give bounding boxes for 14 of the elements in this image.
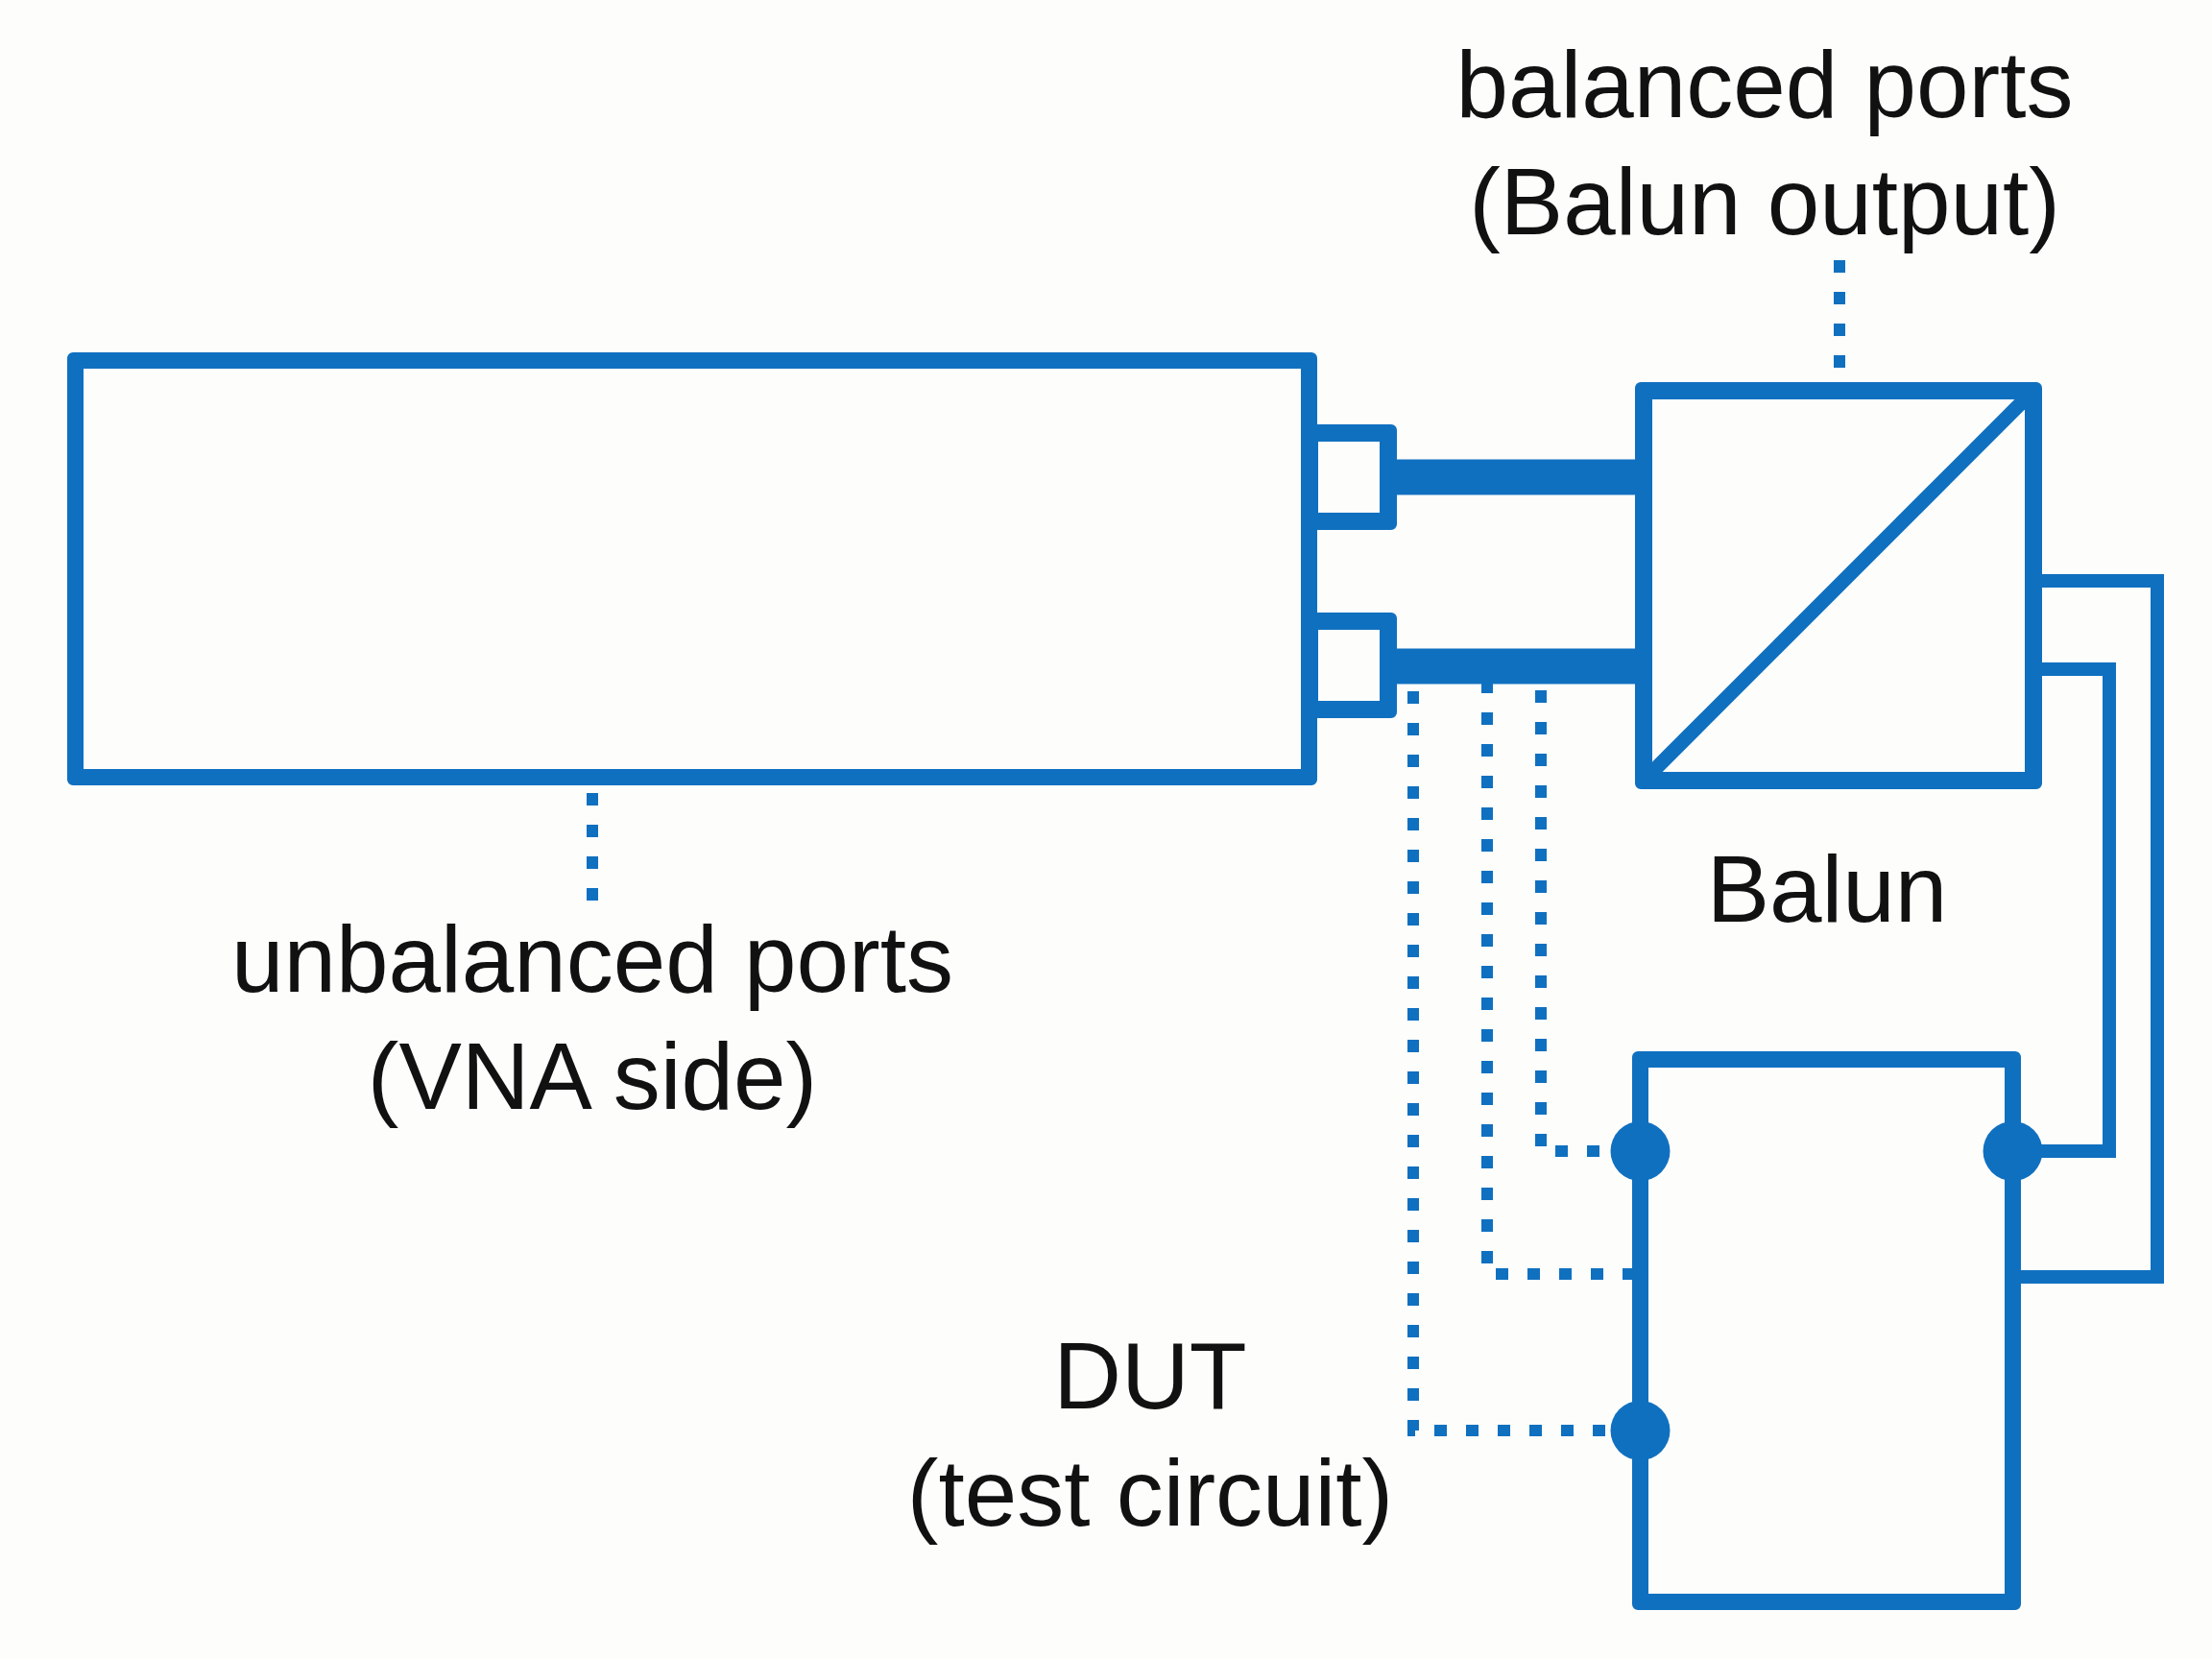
wire-line	[1983, 662, 2116, 1181]
balun-box	[1635, 382, 2042, 789]
label-text: (Balun output)	[1469, 148, 2060, 256]
label-text: unbalanced ports	[231, 905, 953, 1014]
label-text: DUT	[1053, 1322, 1247, 1431]
label-text: balanced ports	[1455, 31, 2074, 139]
label-text: (VNA side)	[367, 1022, 818, 1131]
label-text: (test circuit)	[906, 1439, 1394, 1548]
wire-line	[2021, 574, 2164, 1284]
label-text: Balun	[1706, 835, 1948, 944]
cable-line	[1397, 648, 1635, 685]
dut-box	[1632, 1051, 2021, 1610]
cable-line	[1397, 459, 1635, 495]
analyzer-box	[67, 352, 1317, 785]
